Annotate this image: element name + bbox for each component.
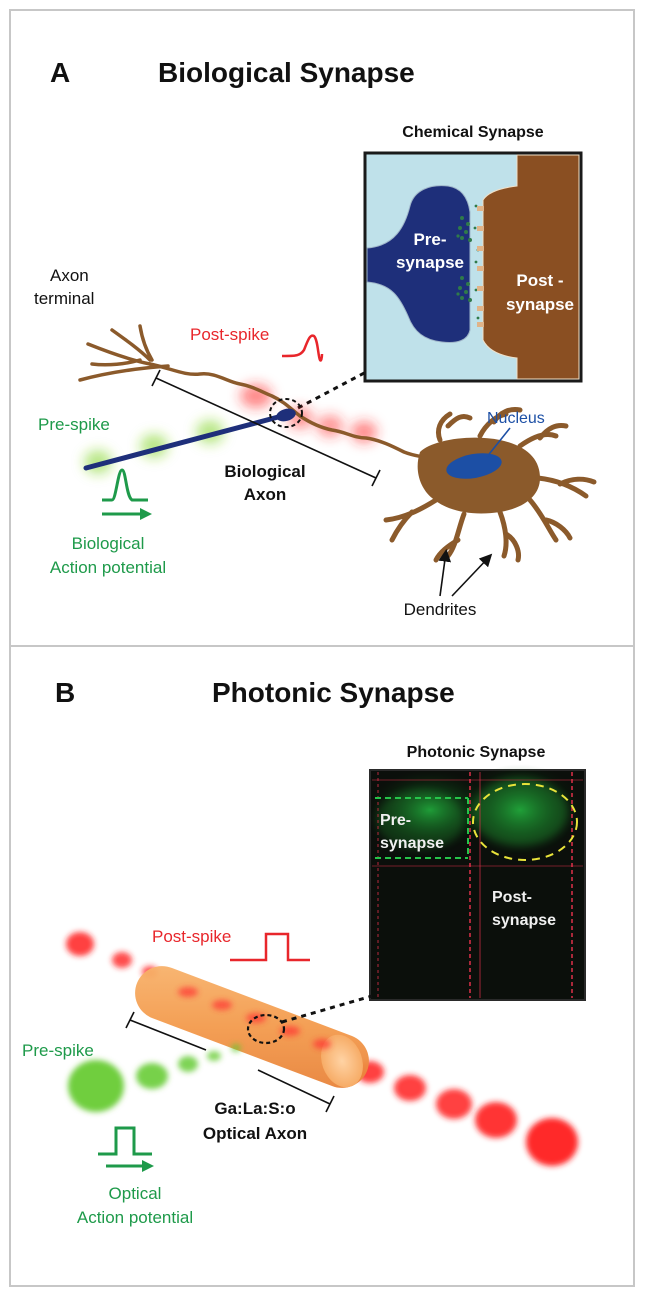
nucleus-pointer bbox=[485, 427, 511, 459]
pre-synapse-label-2: synapse bbox=[396, 253, 464, 272]
photonic-pre-synapse-label-1: Pre- bbox=[380, 812, 411, 829]
dendrite-arrow-2 bbox=[451, 553, 493, 597]
photonic-synapse-inset: Pre- synapse Post- synapse bbox=[368, 764, 586, 1001]
inset-connector bbox=[297, 369, 369, 410]
direction-arrowhead-a bbox=[140, 508, 152, 520]
photonic-post-synapse-label-2: synapse bbox=[492, 912, 556, 929]
panel-a-title: Biological Synapse bbox=[158, 57, 415, 88]
nucleus bbox=[446, 453, 502, 479]
optical-axon-label-2: Optical Axon bbox=[203, 1124, 307, 1143]
direction-arrowhead-b bbox=[142, 1160, 154, 1172]
synapse-bulb bbox=[276, 408, 296, 422]
green-pulses bbox=[68, 1044, 241, 1112]
chemical-synapse-inset: Pre- synapse Post - synapse bbox=[363, 151, 583, 383]
dendrites-label: Dendrites bbox=[404, 600, 477, 619]
panel-a-letter: A bbox=[50, 57, 70, 88]
action-potential-waveform-b bbox=[98, 1126, 152, 1156]
pre-spike-label-a: Pre-spike bbox=[38, 415, 110, 434]
receptors bbox=[477, 206, 484, 327]
pre-synapse-label-1: Pre- bbox=[413, 230, 446, 249]
post-synapse-label-2: synapse bbox=[506, 295, 574, 314]
nucleus-label: Nucleus bbox=[487, 410, 545, 427]
post-spike-label-b: Post-spike bbox=[152, 927, 231, 946]
synapse-circle bbox=[269, 398, 303, 428]
biological-axon-label-2: Axon bbox=[244, 485, 287, 504]
optical-action-potential-label-2: Action potential bbox=[77, 1208, 193, 1227]
bio-action-potential-label-2: Action potential bbox=[50, 558, 166, 577]
pre-axon bbox=[83, 413, 285, 471]
photonic-synapse-title: Photonic Synapse bbox=[407, 744, 546, 761]
post-spike-waveform-a bbox=[281, 334, 324, 362]
post-spike-label-a: Post-spike bbox=[190, 325, 269, 344]
axon-terminal-label-1: Axon bbox=[50, 266, 89, 285]
post-spike-waveform-b bbox=[230, 932, 310, 962]
axon-terminal-branches bbox=[78, 324, 170, 382]
panel-b-letter: B bbox=[55, 677, 75, 708]
post-synapse-label-1: Post - bbox=[516, 271, 563, 290]
optical-axon-bracket bbox=[125, 1011, 335, 1113]
photonic-post-synapse-label-1: Post- bbox=[492, 889, 532, 906]
dendrite-arrow-1 bbox=[438, 548, 452, 597]
photonic-pre-synapse-label-2: synapse bbox=[380, 835, 444, 852]
synaptic-vesicles bbox=[456, 204, 480, 320]
pre-spike-label-b: Pre-spike bbox=[22, 1041, 94, 1060]
neuron-axon bbox=[148, 362, 430, 460]
optical-action-potential-label-1: Optical bbox=[109, 1184, 162, 1203]
chemical-synapse-title: Chemical Synapse bbox=[402, 124, 544, 141]
bio-action-potential-label-1: Biological bbox=[72, 534, 145, 553]
optical-axon-label-1: Ga:La:S:o bbox=[214, 1099, 295, 1118]
rod-focus-circle bbox=[246, 1013, 286, 1045]
axon-length-bracket bbox=[151, 369, 381, 487]
axon-terminal-label-2: terminal bbox=[34, 289, 94, 308]
panel-b-title: Photonic Synapse bbox=[212, 677, 455, 708]
action-potential-waveform-a bbox=[102, 468, 148, 502]
biological-axon-label-1: Biological bbox=[224, 462, 305, 481]
